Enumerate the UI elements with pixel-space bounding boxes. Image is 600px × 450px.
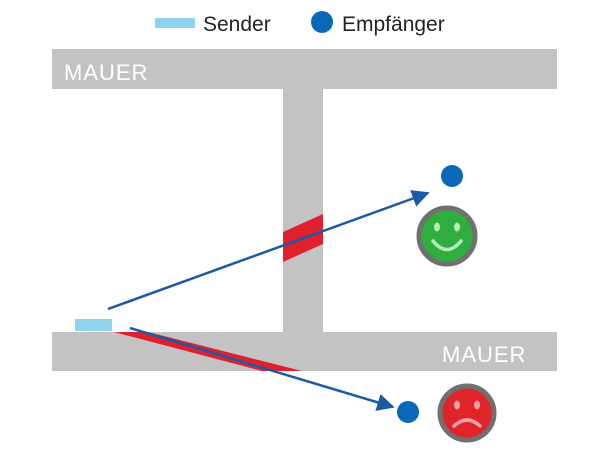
signal-arrows [107,190,430,411]
smiley-sad-icon [437,383,497,443]
wall-top-label: MAUER [64,60,148,85]
wall-bottom [52,332,557,371]
receiver-upper [441,165,463,187]
legend-sender-label: Sender [203,13,271,36]
wall-vertical [283,89,323,332]
wall-top [52,49,557,89]
legend-sender-swatch [155,18,195,28]
sender [75,319,112,331]
wall-bottom-label: MAUER [442,342,526,367]
legend-receiver-label: Empfänger [342,13,445,36]
legend: Sender Empfänger [155,11,445,36]
signal-arrow-lower [129,326,395,411]
legend-receiver-dot [311,11,333,33]
signal-arrow-upper [107,190,430,311]
smiley-happy-icon [416,205,478,267]
walls: MAUER MAUER [52,49,557,371]
receiver-lower [397,401,419,423]
